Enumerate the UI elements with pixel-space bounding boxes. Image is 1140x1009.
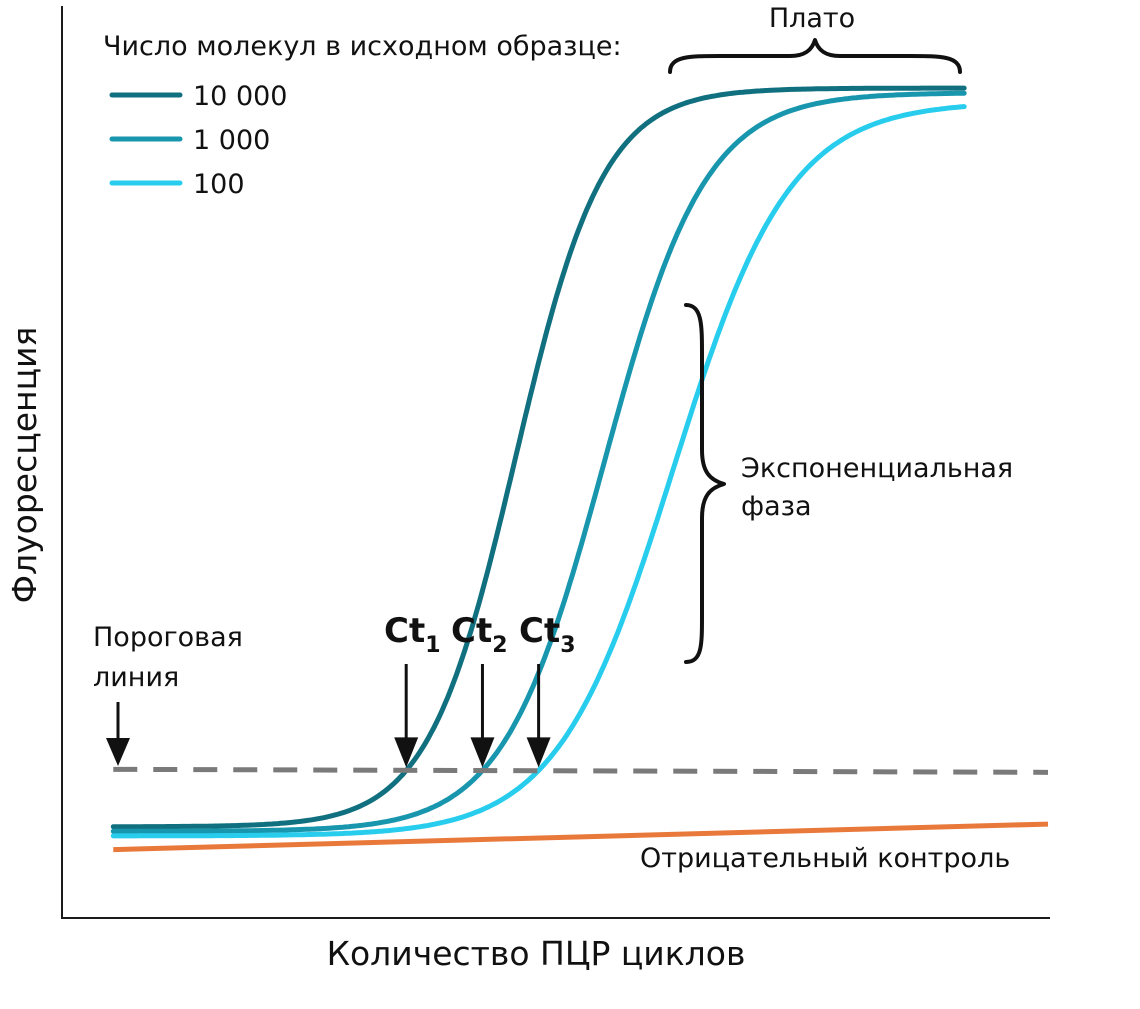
exponential-phase-label: Экспоненциальная фаза <box>741 453 1022 522</box>
y-axis-label: Флуоресценция <box>5 327 44 604</box>
legend-title: Число молекул в исходном образце: <box>103 31 622 62</box>
exponential-phase-line-2: фаза <box>741 491 812 522</box>
plateau-brace <box>668 38 962 74</box>
axes <box>61 6 1050 919</box>
plateau-label: Плато <box>769 3 855 34</box>
legend: Число молекул в исходном образце: 10 000… <box>103 31 622 200</box>
negative-control-line <box>113 821 1049 853</box>
ct3-arrow <box>526 664 551 768</box>
threshold-label-line-2: линия <box>93 662 179 693</box>
ct-markers: Ct1 Ct2 Ct3 <box>384 611 576 768</box>
threshold-line <box>113 766 1049 775</box>
legend-entry-10000: 10 000 <box>193 81 287 112</box>
ct1-label: Ct1 <box>384 611 441 658</box>
legend-entry-1000: 1 000 <box>193 125 270 156</box>
ct2-label: Ct2 <box>451 611 508 658</box>
series-line-3 <box>110 104 967 839</box>
negative-control-label: Отрицательный контроль <box>640 843 1010 874</box>
exponential-brace <box>684 303 726 664</box>
ct2-arrow <box>470 664 495 768</box>
x-axis-label: Количество ПЦР циклов <box>327 934 746 973</box>
series-line-1 <box>110 85 967 830</box>
legend-entry-100: 100 <box>193 169 245 200</box>
threshold-label: Пороговая линия <box>93 622 251 693</box>
exponential-phase-line-1: Экспоненциальная <box>741 453 1013 484</box>
threshold-line-group <box>113 766 1049 775</box>
threshold-label-line-1: Пороговая <box>93 622 243 653</box>
ct3-label: Ct3 <box>519 611 576 658</box>
threshold-arrow <box>106 702 130 766</box>
series-lines <box>110 85 1049 853</box>
ct1-arrow <box>394 664 419 768</box>
